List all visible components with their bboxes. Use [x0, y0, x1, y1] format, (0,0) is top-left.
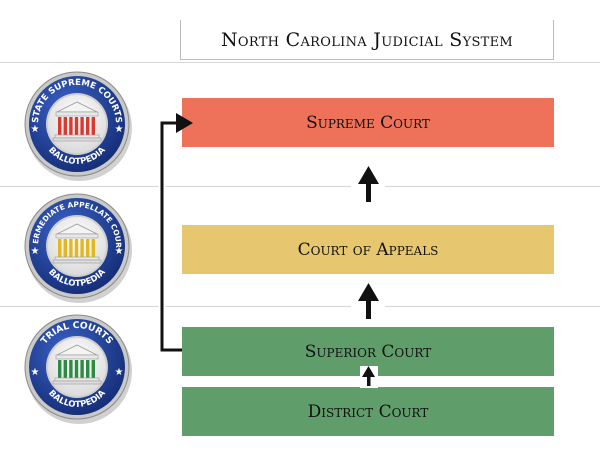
star-icon: ★ — [31, 124, 40, 135]
up-arrow-icon — [351, 166, 385, 206]
star-icon: ★ — [31, 246, 40, 257]
row-divider — [0, 186, 600, 187]
diagram-title: North Carolina Judicial System — [180, 20, 554, 60]
up-arrow-icon — [351, 283, 385, 323]
supreme-court-box: Supreme Court — [182, 98, 554, 147]
courthouse-icon — [52, 223, 102, 264]
up-arrow-icon — [360, 366, 378, 388]
star-icon: ★ — [31, 367, 40, 378]
row-divider — [0, 306, 600, 307]
intermediate-appellate-courts-seal: ★★INTERMEDIATE APPELLATE COURTSBALLOTPED… — [0, 161, 132, 303]
courthouse-icon — [52, 344, 102, 385]
star-icon: ★ — [115, 246, 124, 257]
courthouse-icon — [52, 101, 102, 142]
star-icon: ★ — [115, 124, 124, 135]
appeal-bypass-arrow — [158, 113, 193, 354]
star-icon: ★ — [115, 367, 124, 378]
district-court-box: District Court — [182, 387, 554, 436]
court-of-appeals-box: Court of Appeals — [182, 225, 554, 274]
row-divider — [0, 62, 600, 63]
